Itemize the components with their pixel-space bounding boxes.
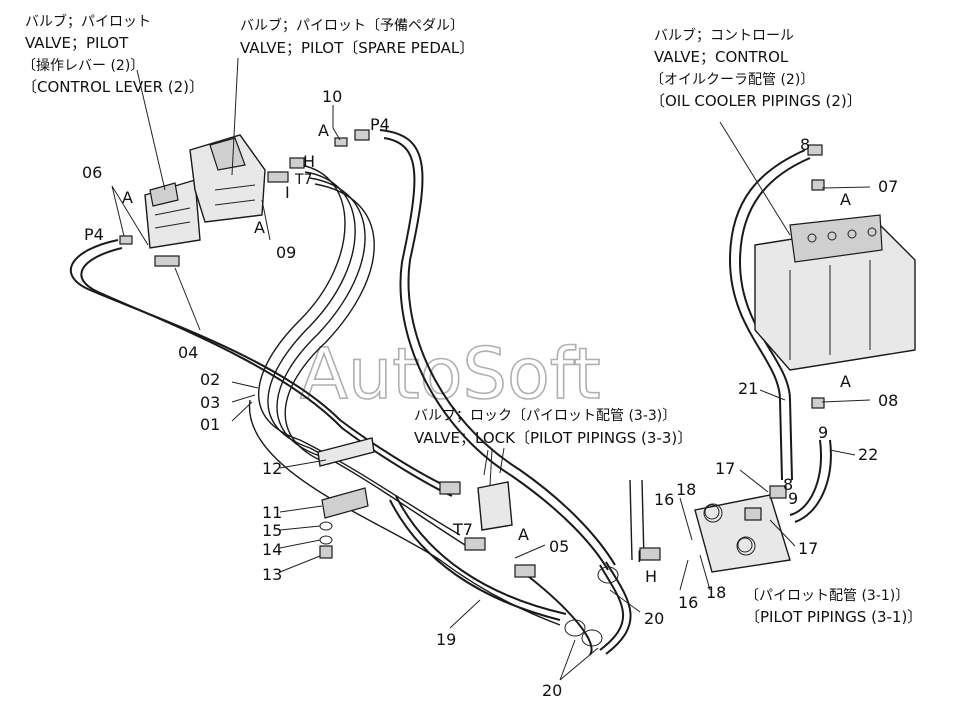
port-label-a-06: A (122, 188, 133, 207)
caption-lock-valve-jp: バルブ；ロック〔パイロット配管 (3-3)〕 (414, 407, 676, 424)
washer-15 (319, 521, 333, 531)
hose-19 (389, 495, 567, 621)
caption-lock-valve-en: VALVE；LOCK〔PILOT PIPINGS (3-3)〕 (414, 429, 692, 447)
circled-port-markers (703, 503, 756, 556)
part-label-06: 06 (82, 163, 102, 182)
part-label-15: 15 (262, 521, 282, 540)
port-label-i-top: I (285, 183, 290, 202)
part-label-04: 04 (178, 343, 198, 362)
port-label-h-top: H (303, 152, 315, 171)
caption-control-valve: バルブ；コントロール VALVE；CONTROL 〔オイルクーラ配管 (2)〕 … (650, 27, 862, 110)
hose-p4-spare (379, 129, 616, 571)
pilot-valve-spare-pedal (189, 134, 266, 223)
part-label-8-lower: 8 (783, 475, 793, 494)
caption-spare-pedal-jp: バルブ；パイロット〔予備ペダル〕 (240, 17, 464, 34)
part-label-9-top: 9 (818, 423, 828, 442)
part-label-11: 11 (262, 503, 282, 522)
port-label-a-07: A (840, 190, 851, 209)
caption-pilot-pipings-jp: 〔パイロット配管 (3-1)〕 (745, 588, 909, 604)
caption-control-valve-en: VALVE；CONTROL (654, 48, 789, 66)
caption-lock-valve: バルブ；ロック〔パイロット配管 (3-3)〕 VALVE；LOCK〔PILOT … (414, 407, 692, 447)
fittings (119, 129, 825, 647)
washer-14 (319, 535, 333, 545)
caption-pilot-valve-jp: バルブ；パイロット (25, 13, 151, 30)
bracket-12 (317, 437, 375, 467)
hose-21 (728, 149, 811, 481)
port-label-p4-left: P4 (84, 225, 104, 244)
part-label-17a: 17 (715, 459, 735, 478)
caption-spare-pedal-en: VALVE；PILOT〔SPARE PEDAL〕 (240, 39, 474, 57)
caption-pilot-valve-ref-en: 〔CONTROL LEVER (2)〕 (22, 78, 204, 96)
part-label-20a: 20 (644, 609, 664, 628)
part-label-22: 22 (858, 445, 878, 464)
port-label-t7-top: T7 (294, 172, 312, 188)
part-label-05: 05 (549, 537, 569, 556)
part-label-20b: 20 (542, 681, 562, 700)
caption-spare-pedal: バルブ；パイロット〔予備ペダル〕 VALVE；PILOT〔SPARE PEDAL… (240, 17, 474, 57)
part-label-01: 01 (200, 415, 220, 434)
port-label-h-lower: H (645, 567, 657, 586)
port-label-a-08: A (840, 372, 851, 391)
part-label-07: 07 (878, 177, 898, 196)
caption-control-valve-jp: バルブ；コントロール (654, 27, 794, 44)
caption-pilot-pipings-en: 〔PILOT PIPINGS (3-1)〕 (745, 608, 922, 626)
leader-lines (111, 57, 871, 681)
control-valve (754, 214, 916, 371)
block-16-18 (694, 494, 791, 573)
part-numbers: 06 04 02 03 01 12 11 15 14 13 10 09 8 07… (82, 87, 898, 700)
part-label-13: 13 (262, 565, 282, 584)
caption-pilot-valve-en: VALVE；PILOT (25, 34, 129, 52)
caption-pilot-valve-ref-jp: 〔操作レバー (2)〕 (22, 58, 144, 74)
part-label-08: 08 (878, 391, 898, 410)
part-label-9-lower: 9 (788, 489, 798, 508)
caption-control-valve-ref-jp: 〔オイルクーラ配管 (2)〕 (650, 72, 814, 88)
part-label-16b: 16 (678, 593, 698, 612)
port-label-a-05: A (518, 525, 529, 544)
port-label-a-10: A (318, 121, 329, 140)
bolt-13 (319, 545, 333, 559)
part-label-21: 21 (738, 379, 758, 398)
part-label-14: 14 (262, 540, 282, 559)
part-label-12: 12 (262, 459, 282, 478)
part-label-10: 10 (322, 87, 342, 106)
part-label-8-top: 8 (800, 135, 810, 154)
part-label-17b: 17 (798, 539, 818, 558)
port-label-p4-right: P4 (370, 115, 390, 134)
part-label-18a: 18 (676, 480, 696, 499)
pilot-valve-control-lever (144, 179, 201, 249)
part-label-19: 19 (436, 630, 456, 649)
caption-pilot-valve: バルブ；パイロット VALVE；PILOT 〔操作レバー (2)〕 〔CONTR… (22, 13, 204, 96)
port-label-i-lower: I (637, 547, 642, 566)
part-label-02: 02 (200, 370, 220, 389)
port-labels: P4 P4 H I T7 T7 H I A A A A A A (84, 115, 851, 586)
part-label-03: 03 (200, 393, 220, 412)
watermark: AutoSoft (300, 333, 601, 415)
hose-22 (789, 439, 832, 523)
lock-valve (477, 447, 513, 531)
part-label-09: 09 (276, 243, 296, 262)
caption-control-valve-ref-en: 〔OIL COOLER PIPINGS (2)〕 (650, 92, 862, 110)
hose-20 (519, 479, 645, 656)
part-label-18b: 18 (706, 583, 726, 602)
caption-pilot-pipings: 〔パイロット配管 (3-1)〕 〔PILOT PIPINGS (3-1)〕 (745, 588, 922, 626)
port-label-a-09: A (254, 218, 265, 237)
port-label-t7-lock: T7 (452, 520, 473, 539)
clamp-11 (321, 487, 369, 519)
hose-bundle-01-03 (248, 164, 561, 626)
part-label-16a: 16 (654, 490, 674, 509)
hose-04 (69, 239, 456, 497)
